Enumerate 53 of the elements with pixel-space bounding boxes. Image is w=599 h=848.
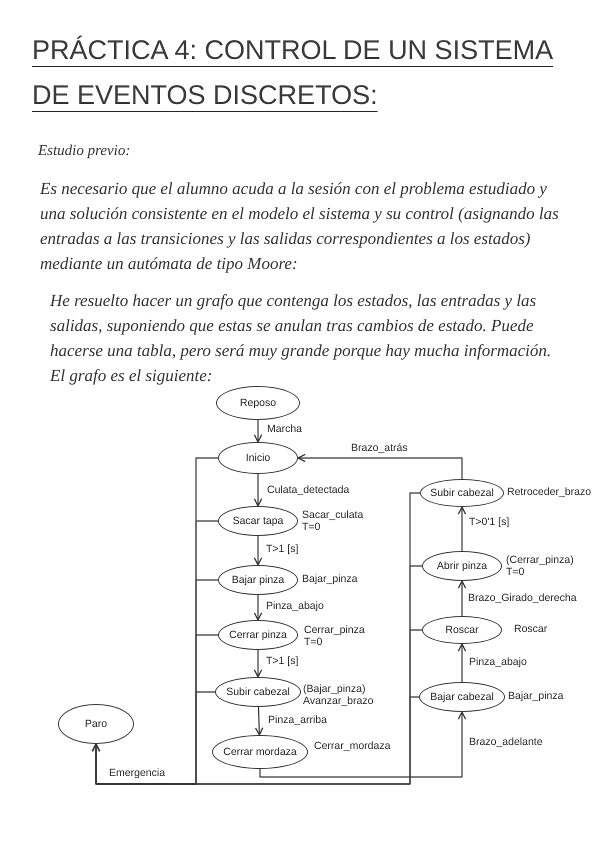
output-label: Cerrar_pinza: [304, 624, 365, 636]
edge-label: Brazo_atrás: [350, 442, 409, 454]
arrow: [259, 711, 466, 778]
output-label: (Bajar_pinza): [303, 683, 366, 695]
edge-label: Marcha: [266, 423, 304, 435]
state-label: Bajar cabezal: [430, 691, 494, 703]
edge-label: T>1 [s]: [265, 655, 300, 667]
state-label: Sacar tapa: [232, 515, 284, 527]
paragraph: He resuelto hacer un grafo que contenga los estados, las entradas y las salidas, suponiendo que estas se anulan tras cambios de estado. Puede hacerse una tabla, pero será muy grande porque hay mucha información. El grafo es el siguiente:: [50, 290, 552, 387]
arrow: [297, 454, 463, 479]
title: PRÁCTICA 4: CONTROL DE UN SISTEMA DE EVENTOS DISCRETOS:: [32, 34, 554, 112]
output-label: Bajar_pinza: [508, 690, 564, 702]
edge-label: Culata_detectada: [266, 484, 350, 496]
arrow: [254, 706, 264, 736]
edge-label: Pinza_abajo: [265, 600, 325, 612]
section-heading: Estudio previo:: [38, 142, 132, 161]
edge-label: Emergencia: [108, 767, 166, 779]
state-label: Reposo: [240, 397, 276, 409]
state-label: Inicio: [246, 452, 270, 464]
arrow: [254, 536, 262, 566]
state-label: Cerrar mordaza: [223, 746, 297, 758]
arrow: [458, 580, 466, 616]
output-label: Roscar: [514, 623, 548, 635]
output-label: T=0: [304, 636, 322, 648]
state-label: Subir cabezal: [430, 487, 494, 499]
edge-label: Pinza_arriba: [267, 714, 328, 726]
state-label: Subir cabezal: [226, 686, 290, 698]
state-label: Abrir pinza: [436, 560, 488, 572]
state-label: Paro: [84, 718, 108, 730]
arrow: [254, 595, 262, 621]
state-label: Roscar: [445, 624, 479, 636]
arrow: [458, 643, 466, 682]
output-label: T=0: [506, 566, 524, 578]
arrow: [254, 420, 262, 443]
arrow: [254, 650, 262, 678]
edge-label: T>1 [s]: [265, 543, 300, 555]
edge-label: T>0'1 [s]: [468, 516, 510, 528]
output-label: Retroceder_brazo: [507, 486, 592, 498]
edge-label: Pinza_abajo: [468, 656, 528, 668]
output-label: Cerrar_mordaza: [314, 740, 390, 752]
edge-label: Brazo_adelante: [468, 736, 544, 748]
paragraph: Es necesario que el alumno acuda a la sesión con el problema estudiado y una solución consistente en el modelo el sistema y su control (asignando las entradas a las transiciones y las salidas correspondientes a los estados) mediante un autómata de tipo Moore:: [40, 178, 560, 275]
output-label: (Cerrar_pinza): [506, 554, 574, 566]
state-label: Cerrar pinza: [229, 629, 287, 641]
state-label: Bajar pinza: [232, 574, 284, 586]
output-label: T=0: [302, 521, 320, 533]
output-label: Sacar_culata: [302, 509, 364, 521]
arrow: [92, 696, 419, 785]
edge-label: Brazo_Girado_derecha: [467, 592, 578, 604]
arrow: [458, 506, 466, 551]
arrow: [254, 474, 262, 507]
output-label: Avanzar_brazo: [303, 695, 374, 707]
output-label: Bajar_pinza: [302, 573, 358, 585]
